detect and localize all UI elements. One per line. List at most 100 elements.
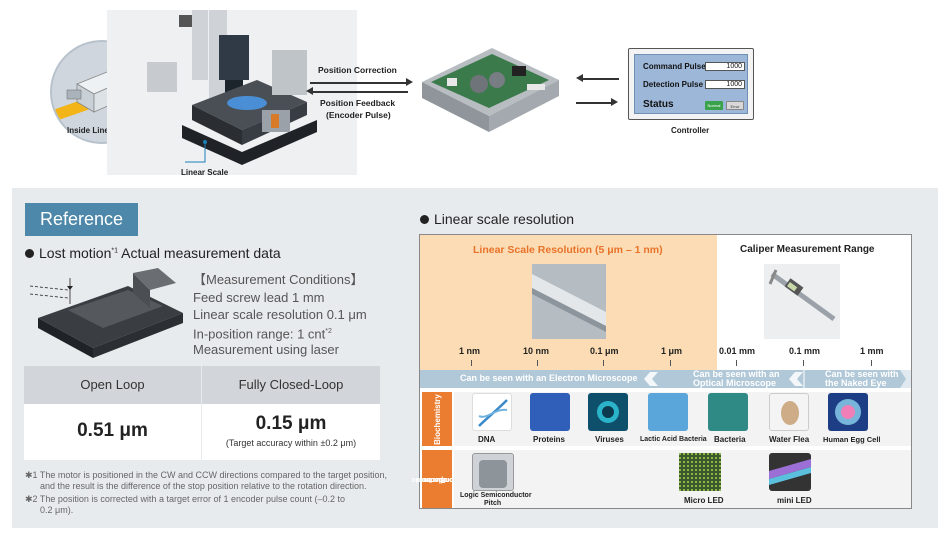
position-feedback-arrow-line bbox=[312, 91, 408, 93]
bacteria-label: Bacteria bbox=[714, 435, 746, 444]
scale-1nm: 1 nm bbox=[459, 346, 481, 356]
closed-loop-cell: 0.15 μm (Target accuracy within ±0.2 μm) bbox=[202, 404, 380, 460]
optical-microscope-text-1: Can be seen with an bbox=[693, 369, 780, 379]
controller-to-driver-arrow-line bbox=[583, 78, 619, 80]
driver-board-illustration bbox=[422, 48, 559, 132]
footnote-2-line1: The position is corrected with a target … bbox=[39, 494, 346, 504]
electronic-components-row-label: Electronic Components Semiconductors bbox=[411, 450, 473, 508]
position-feedback-label: Position Feedback bbox=[320, 98, 396, 108]
linear-stage-image bbox=[28, 268, 188, 360]
scale-0-1mm: 0.1 mm bbox=[789, 346, 821, 356]
condition-laser: Measurement using laser bbox=[193, 342, 339, 357]
scale-tick bbox=[603, 360, 604, 366]
status-label: Status bbox=[643, 99, 674, 110]
condition-scale-resolution: Linear scale resolution 0.1 μm bbox=[193, 307, 367, 322]
footnote-1-mark: ✱1 bbox=[25, 470, 38, 480]
scale-tick bbox=[670, 360, 671, 366]
open-loop-value: 0.51 μm bbox=[77, 420, 148, 441]
closed-loop-value: 0.15 μm bbox=[255, 413, 327, 434]
dna-image bbox=[472, 393, 512, 431]
reference-tag: Reference bbox=[25, 203, 138, 236]
electronic-label-text: Electronic Components Semiconductors bbox=[411, 452, 473, 507]
lactic-acid-bacteria-label: Lactic Acid Bacteria bbox=[640, 436, 707, 443]
semiconductor-icon bbox=[479, 460, 507, 488]
lost-motion-footnote-mark: *1 bbox=[111, 247, 118, 255]
footnote-1-line2: and the result is the difference of the … bbox=[40, 481, 367, 491]
egg-cell-icon bbox=[835, 399, 861, 425]
logic-semiconductor-line2: Pitch bbox=[484, 500, 502, 507]
condition-inposition-range: In-position range: 1 cnt*2 bbox=[193, 323, 332, 342]
controller-display: Command Pulse 1000 Detection Pulse 1000 … bbox=[628, 48, 754, 120]
command-pulse-label: Command Pulse bbox=[643, 62, 706, 71]
bullet-icon bbox=[25, 249, 34, 258]
naked-eye-text-1: Can be seen with bbox=[825, 369, 899, 379]
command-pulse-value: 1000 bbox=[705, 62, 745, 71]
driver-to-controller-arrow-line bbox=[576, 102, 612, 104]
arrow-left-icon bbox=[576, 74, 583, 82]
detection-pulse-value: 1000 bbox=[705, 80, 745, 89]
mini-led-label: mini LED bbox=[777, 496, 812, 505]
water-flea-label: Water Flea bbox=[769, 435, 810, 444]
dna-label: DNA bbox=[478, 435, 496, 444]
condition-feed-screw: Feed screw lead 1 mm bbox=[193, 290, 325, 305]
scale-tick bbox=[871, 360, 872, 366]
band-arrows bbox=[644, 370, 911, 388]
lost-motion-title: Lost motion*1 Actual measurement data bbox=[25, 245, 281, 261]
controller-screen: Command Pulse 1000 Detection Pulse 1000 … bbox=[634, 54, 748, 114]
arrow-right-icon bbox=[406, 78, 413, 86]
viruses-label: Viruses bbox=[595, 435, 624, 444]
scale-1um: 1 μm bbox=[661, 346, 683, 356]
caliper-photo bbox=[764, 264, 840, 339]
virus-icon bbox=[597, 401, 619, 423]
detection-pulse-label: Detection Pulse bbox=[643, 80, 704, 89]
microscope-band: Can be seen with an Electron Microscope … bbox=[420, 370, 911, 388]
footnote-2: ✱2 The position is corrected with a targ… bbox=[25, 494, 345, 516]
scale-tick bbox=[736, 360, 737, 366]
proteins-label: Proteins bbox=[533, 435, 566, 444]
position-correction-label: Position Correction bbox=[318, 65, 397, 75]
electron-microscope-text: Can be seen with an Electron Microscope bbox=[460, 373, 638, 383]
stage-microscope-illustration bbox=[107, 10, 357, 175]
linear-scale-label: Linear Scale bbox=[181, 168, 229, 177]
viruses-image bbox=[588, 393, 628, 431]
status-normal-indicator: Normal bbox=[705, 101, 723, 110]
micro-led-label: Micro LED bbox=[684, 496, 724, 505]
inside-linear-scale-label: Inside Linear Scale bbox=[67, 126, 140, 135]
scale-0-01mm: 0.01 mm bbox=[719, 346, 756, 356]
lactic-acid-bacteria-image bbox=[648, 393, 688, 431]
footnote-2-mark: ✱2 bbox=[25, 494, 38, 504]
footnote-2-line2: 0.2 μm). bbox=[40, 505, 74, 515]
status-error-indicator: Error bbox=[726, 101, 744, 110]
linear-scale-pointer-line bbox=[185, 140, 207, 163]
linear-scale-resolution-title-text: Linear scale resolution bbox=[434, 211, 575, 227]
scale-10nm: 10 nm bbox=[523, 346, 550, 356]
scale-tick bbox=[471, 360, 472, 366]
conditions-title: 【Measurement Conditions】 bbox=[193, 272, 364, 287]
optical-microscope-text-2: Optical Microscope bbox=[693, 378, 777, 388]
bullet-icon bbox=[420, 215, 429, 224]
linear-stage-illustration bbox=[29, 268, 183, 358]
bacteria-image bbox=[708, 393, 748, 431]
scale-grating-image bbox=[532, 264, 606, 339]
mini-led-icon bbox=[769, 459, 811, 485]
logic-semiconductor-line1: Logic Semiconductor bbox=[460, 492, 532, 499]
resolution-panel: Linear Scale Resolution (5 μm – 1 nm) Ca… bbox=[411, 234, 912, 509]
linear-scale-range-title: Linear Scale Resolution (5 μm – 1 nm) bbox=[473, 244, 663, 256]
water-flea-icon bbox=[781, 401, 799, 425]
micro-led-image bbox=[679, 453, 721, 491]
footnote-1: ✱1 The motor is positioned in the CW and… bbox=[25, 470, 387, 492]
open-loop-header: Open Loop bbox=[24, 366, 201, 404]
mini-led-image bbox=[769, 453, 811, 491]
dna-icon bbox=[478, 399, 508, 427]
logic-semiconductor-image bbox=[472, 453, 514, 491]
caliper-range-title: Caliper Measurement Range bbox=[740, 244, 875, 255]
scale-0-1um: 0.1 μm bbox=[590, 346, 619, 356]
inposition-footnote-mark: *2 bbox=[325, 328, 332, 335]
closed-loop-note: (Target accuracy within ±0.2 μm) bbox=[225, 438, 357, 448]
caliper-image bbox=[768, 269, 836, 322]
proteins-image bbox=[530, 393, 570, 431]
scale-tick bbox=[537, 360, 538, 366]
open-loop-cell: 0.51 μm bbox=[24, 404, 201, 460]
scale-photo bbox=[532, 264, 606, 339]
biochemistry-label-text: Biochemistry bbox=[432, 393, 442, 445]
